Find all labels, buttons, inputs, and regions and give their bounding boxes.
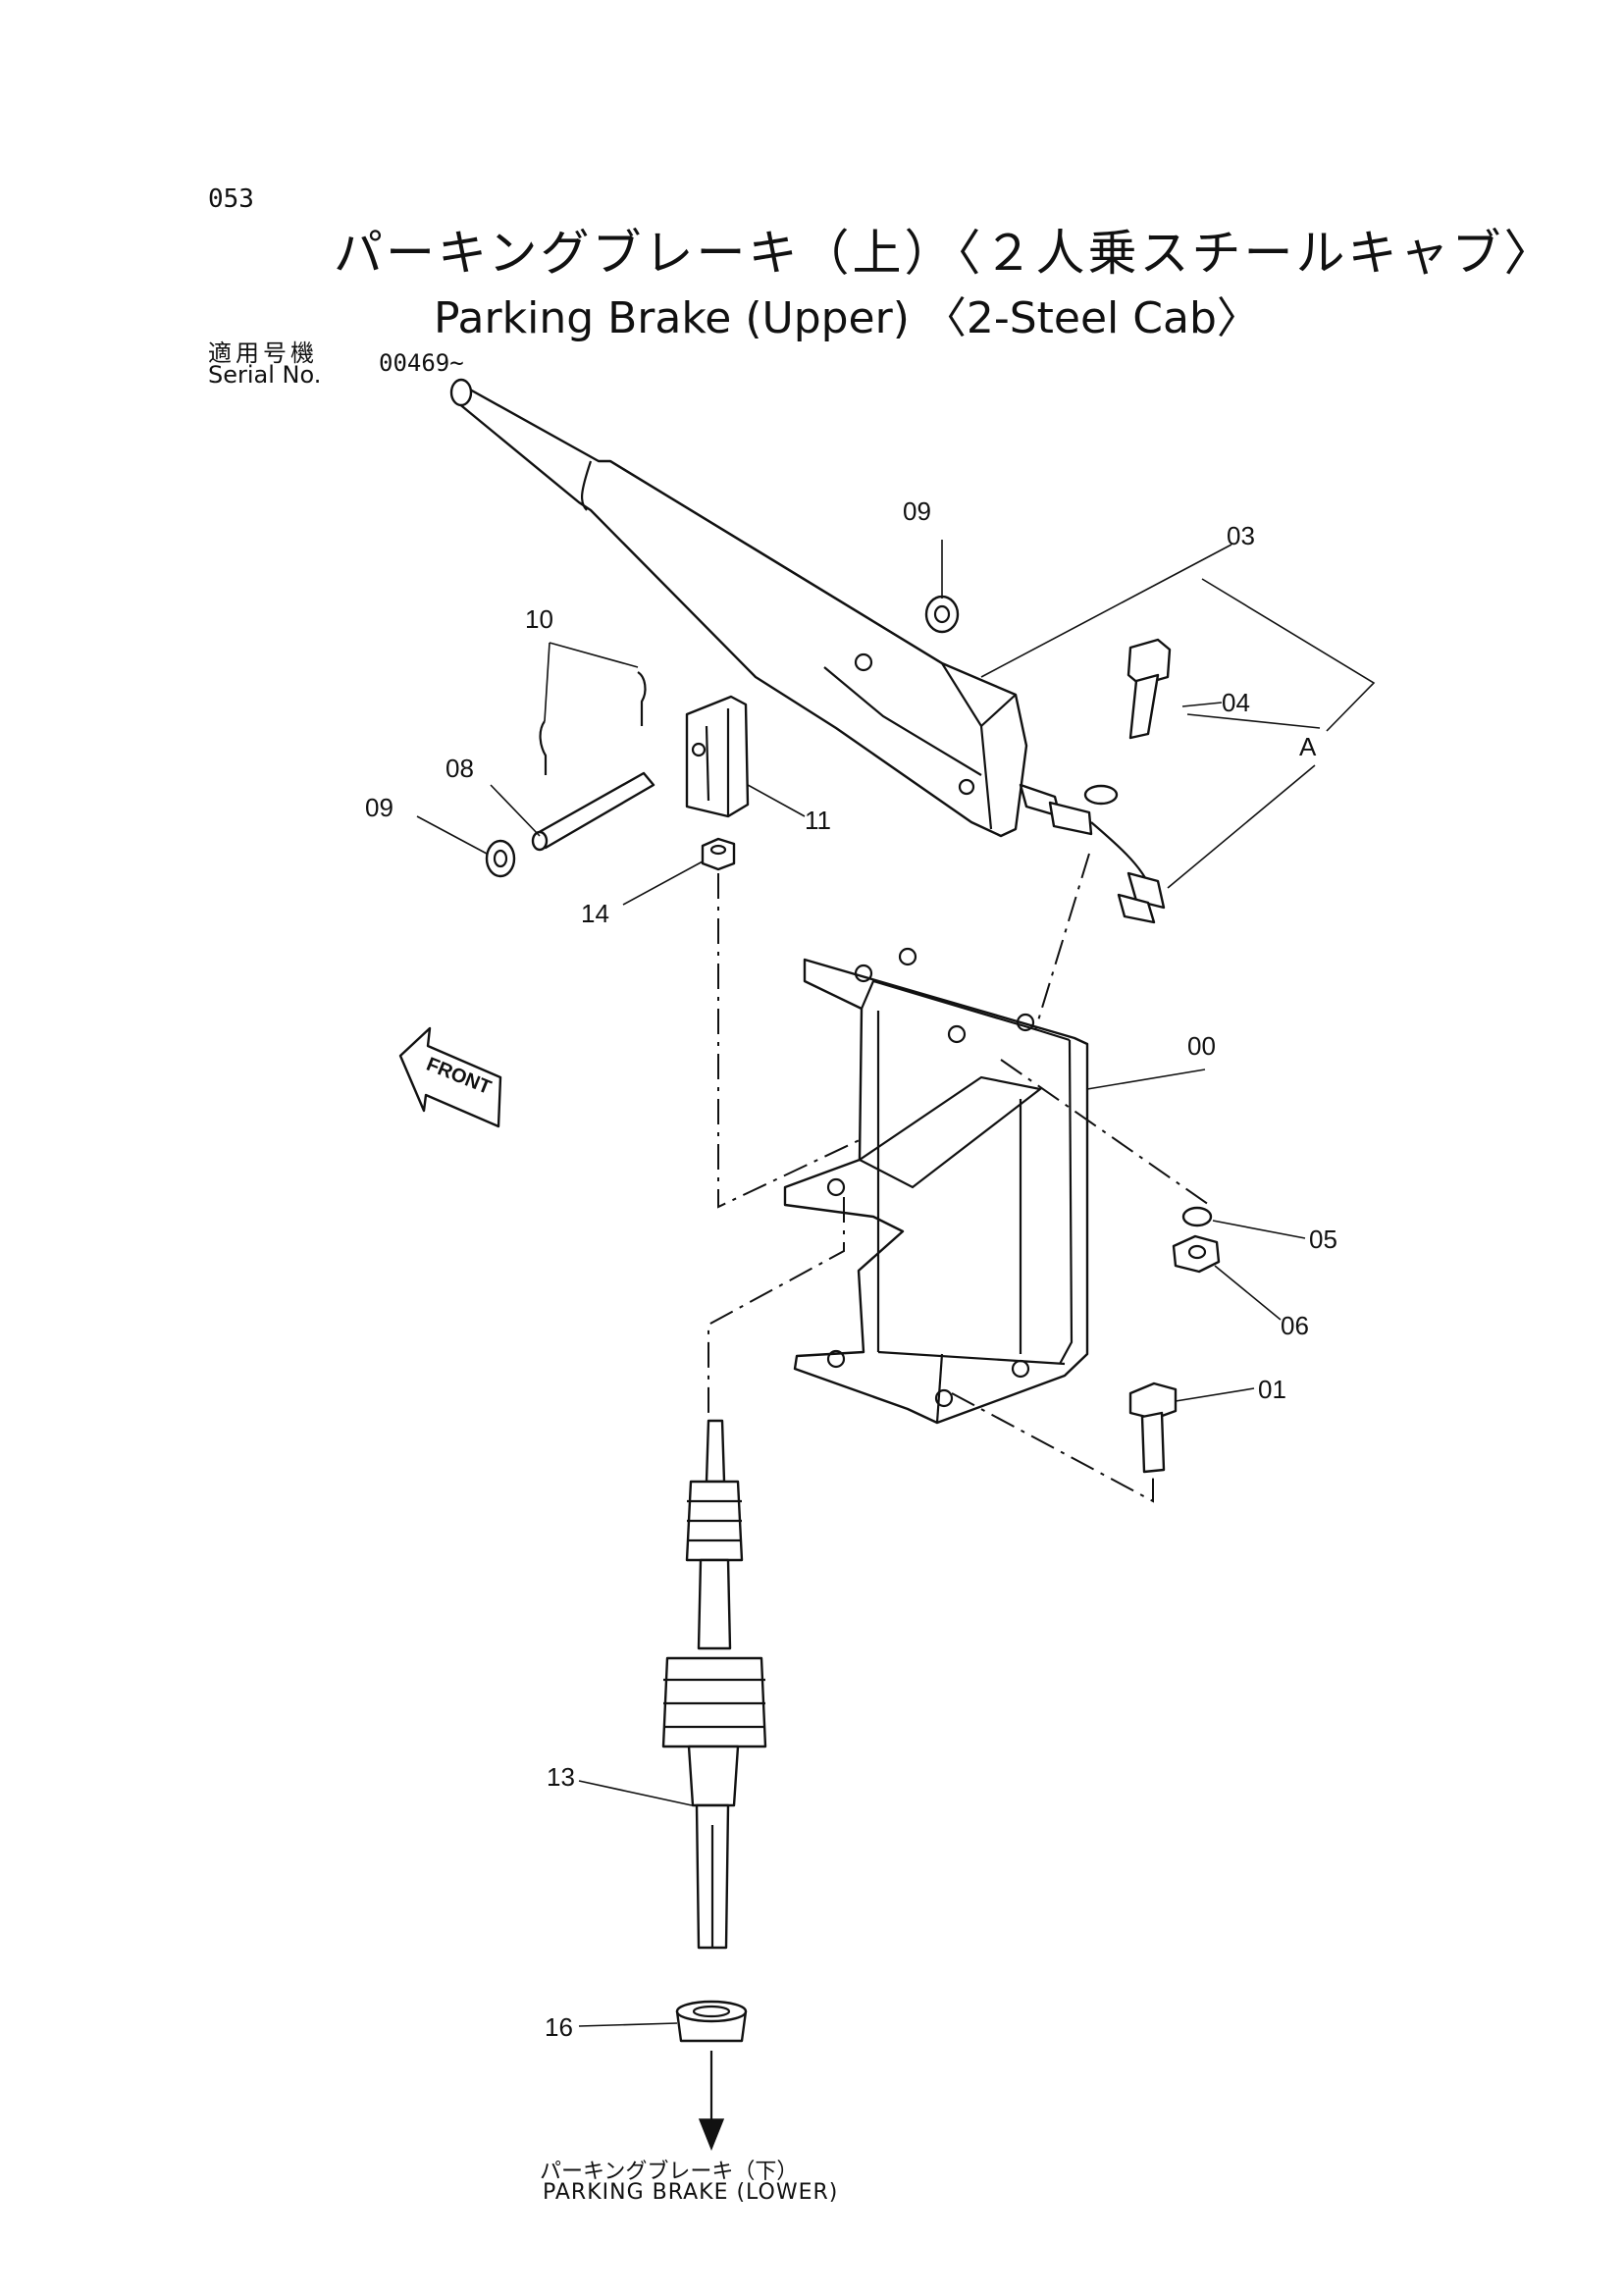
serial-number-value: 00469~ — [379, 349, 464, 377]
bracket — [783, 947, 1089, 1425]
callout-09-top: 09 — [903, 496, 931, 526]
callout-14: 14 — [581, 899, 609, 928]
callout-numbers: 00 01 03 04 05 06 08 09 09 10 11 13 14 1… — [365, 496, 1337, 2042]
bolt-04 — [1126, 638, 1172, 740]
leader-lines — [416, 540, 1376, 2027]
callout-08: 08 — [445, 754, 474, 783]
grommet-and-arrow — [675, 2000, 748, 2152]
page-number: 053 — [208, 184, 254, 214]
brake-cable — [661, 1419, 767, 1950]
callout-A: A — [1299, 732, 1317, 761]
callout-03: 03 — [1227, 521, 1255, 550]
assembly-center-lines — [707, 853, 1213, 1503]
nut-14 — [701, 837, 736, 871]
front-direction-arrow: FRONT — [398, 1026, 502, 1128]
nut-washer-bolt — [1128, 1206, 1221, 1474]
callout-01: 01 — [1258, 1375, 1286, 1404]
serial-label-japanese: 適用号機 — [208, 339, 318, 367]
callout-11: 11 — [805, 806, 831, 835]
title-english: Parking Brake (Upper) 〈2-Steel Cab〉 — [434, 293, 1260, 343]
callout-10: 10 — [525, 604, 553, 634]
callout-06: 06 — [1281, 1311, 1309, 1340]
callout-05: 05 — [1309, 1225, 1337, 1254]
lower-assembly-note-japanese: パーキングブレーキ（下） — [540, 2160, 799, 2184]
callout-00: 00 — [1187, 1031, 1216, 1061]
callout-09-left: 09 — [365, 793, 393, 822]
serial-label-english: Serial No. — [208, 361, 322, 389]
clevis — [685, 695, 750, 818]
title-japanese: パーキングブレーキ（上）〈２人乗スチールキャブ〉 — [334, 225, 1556, 282]
callout-13: 13 — [547, 1762, 575, 1792]
callout-04: 04 — [1222, 688, 1250, 717]
lower-assembly-note-english: PARKING BRAKE (LOWER) — [543, 2180, 839, 2205]
parking-lever — [449, 378, 1166, 924]
callout-16: 16 — [545, 2012, 573, 2042]
pin-and-washers — [485, 595, 960, 878]
